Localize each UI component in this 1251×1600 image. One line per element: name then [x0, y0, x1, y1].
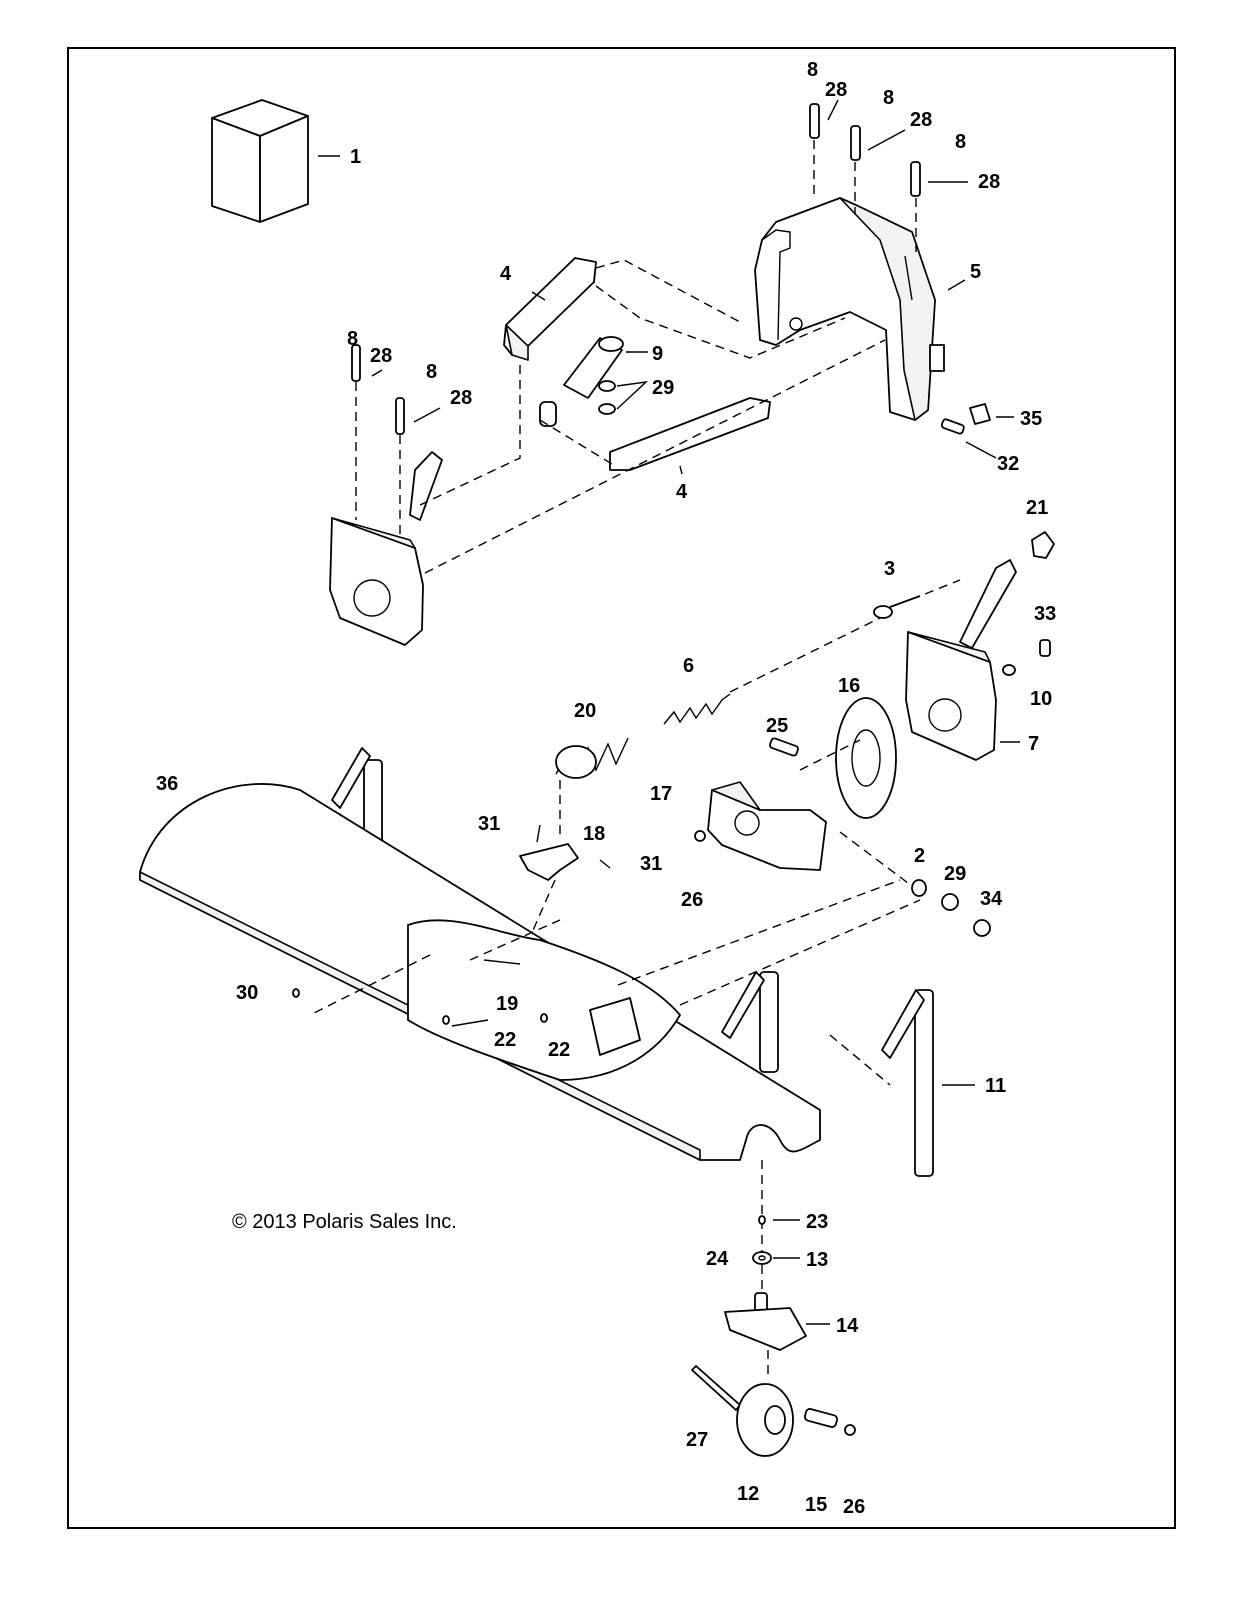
callout-28-b: 28	[910, 109, 932, 131]
callout-26-a: 26	[681, 889, 703, 911]
callout-29-upper: 29	[652, 377, 674, 399]
callout-19: 19	[496, 993, 518, 1015]
callout-28-e: 28	[450, 387, 472, 409]
callout-8-d: 8	[347, 328, 358, 350]
part-6-spring	[663, 617, 881, 725]
part-29-washers-upper	[598, 380, 649, 415]
callout-28-a: 28	[825, 79, 847, 101]
part-4-upper-link	[503, 257, 597, 361]
callout-35: 35	[1020, 408, 1042, 430]
parts-3-21	[873, 531, 1055, 619]
callout-21: 21	[1026, 497, 1048, 519]
part-16-flange	[835, 697, 897, 819]
callout-10: 10	[1030, 688, 1052, 710]
callout-15: 15	[805, 1494, 827, 1516]
callout-22-b: 22	[548, 1039, 570, 1061]
left-bracket	[329, 344, 443, 646]
callout-5: 5	[970, 261, 981, 283]
parts-2-29-34	[839, 831, 991, 937]
part-36-main-cover	[139, 783, 921, 1161]
callout-2: 2	[914, 845, 925, 867]
parts-17-25	[694, 737, 861, 871]
callout-30: 30	[236, 982, 258, 1004]
callout-34: 34	[980, 888, 1003, 910]
parts-18-31	[519, 824, 611, 961]
callout-31-a: 31	[478, 813, 500, 835]
callout-16: 16	[838, 675, 860, 697]
callout-23: 23	[806, 1211, 828, 1233]
part-20-spring	[555, 737, 629, 840]
callout-7: 7	[1028, 733, 1039, 755]
callout-36: 36	[156, 773, 178, 795]
callout-26-b: 26	[843, 1496, 865, 1518]
copyright-notice: © 2013 Polaris Sales Inc.	[232, 1211, 457, 1233]
callout-27: 27	[686, 1429, 708, 1451]
callout-4-upper: 4	[500, 263, 512, 285]
part-4-lower-link	[609, 397, 771, 475]
part-8-pins-top	[809, 99, 968, 291]
callout-8-a: 8	[807, 59, 818, 81]
callout-8-e: 8	[426, 361, 437, 383]
parts-32-35	[940, 403, 1014, 459]
part-11-posts	[331, 747, 975, 1177]
callout-14: 14	[836, 1315, 859, 1337]
callout-13: 13	[806, 1249, 828, 1271]
callout-9: 9	[652, 343, 663, 365]
callout-3: 3	[884, 558, 895, 580]
callout-4-lower: 4	[676, 481, 688, 503]
part-7-right-bracket	[905, 559, 1051, 761]
callout-8-b: 8	[883, 87, 894, 109]
caster-assembly	[691, 1160, 856, 1457]
callout-31-b: 31	[640, 853, 662, 875]
callout-32: 32	[997, 453, 1019, 475]
part-9-shock	[539, 336, 648, 427]
callout-28-d: 28	[370, 345, 392, 367]
callout-24: 24	[706, 1248, 729, 1270]
assembly-lines-upper	[419, 259, 886, 574]
callout-33: 33	[1034, 603, 1056, 625]
callout-labels: 1 2 3 4 4 5 6 7 8 8 8 8 8 9 10 11 12 13 …	[156, 59, 1056, 1518]
callout-6: 6	[683, 655, 694, 677]
callout-1: 1	[350, 146, 361, 168]
callout-20: 20	[574, 700, 596, 722]
callout-22-a: 22	[494, 1029, 516, 1051]
callout-11: 11	[985, 1075, 1006, 1097]
part-1-kit-box	[211, 99, 340, 223]
callout-29-lower: 29	[944, 863, 966, 885]
callout-17: 17	[650, 783, 672, 805]
callout-18: 18	[583, 823, 605, 845]
callout-28-c: 28	[978, 171, 1000, 193]
part-5-mount-frame	[754, 197, 945, 421]
callout-12: 12	[737, 1483, 759, 1505]
callout-25: 25	[766, 715, 788, 737]
callout-8-c: 8	[955, 131, 966, 153]
parts-22-30	[292, 988, 548, 1027]
